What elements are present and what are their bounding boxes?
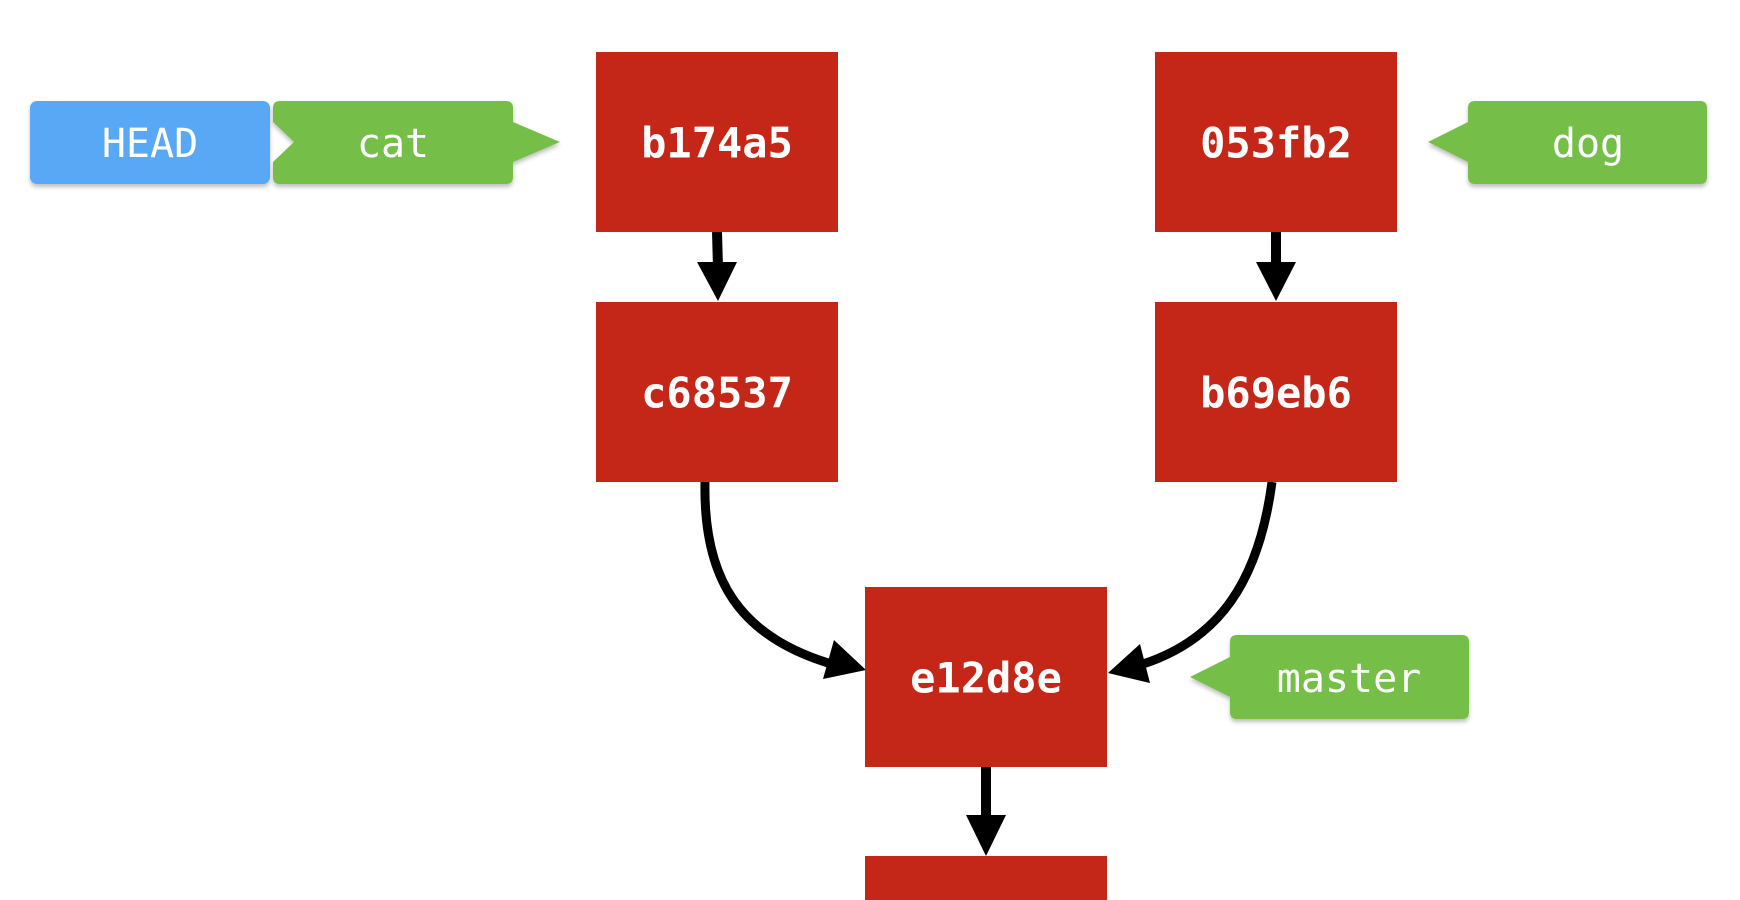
- commit-id: b174a5: [641, 119, 793, 168]
- ref-label: dog: [1552, 121, 1624, 167]
- edge-e12d8e-next: [966, 767, 1006, 856]
- edge-053fb2-b69eb6: [1256, 232, 1296, 301]
- commit-053fb2[interactable]: 053fb2: [1155, 52, 1397, 232]
- edge-b174a5-c68537: [697, 231, 737, 301]
- commit-c68537[interactable]: c68537: [596, 302, 838, 482]
- commit-e12d8e[interactable]: e12d8e: [865, 587, 1107, 767]
- ref-label: cat: [357, 121, 429, 167]
- commit-id: 053fb2: [1200, 119, 1352, 168]
- ref-dog[interactable]: dog: [1428, 101, 1707, 184]
- ref-label: HEAD: [102, 121, 198, 167]
- commit-id: e12d8e: [910, 654, 1062, 703]
- commit-b69eb6[interactable]: b69eb6: [1155, 302, 1397, 482]
- ref-master[interactable]: master: [1190, 635, 1469, 719]
- edge-b69eb6-e12d8e: [1108, 481, 1277, 683]
- edge-c68537-e12d8e: [700, 481, 866, 679]
- commit-b174a5[interactable]: b174a5: [596, 52, 838, 232]
- ref-head[interactable]: HEAD: [30, 101, 270, 184]
- commit-partial-bottom[interactable]: [865, 856, 1107, 900]
- commit-id: c68537: [641, 369, 793, 418]
- ref-cat[interactable]: cat: [273, 101, 560, 184]
- commit-id: b69eb6: [1200, 369, 1352, 418]
- ref-label: master: [1277, 656, 1422, 702]
